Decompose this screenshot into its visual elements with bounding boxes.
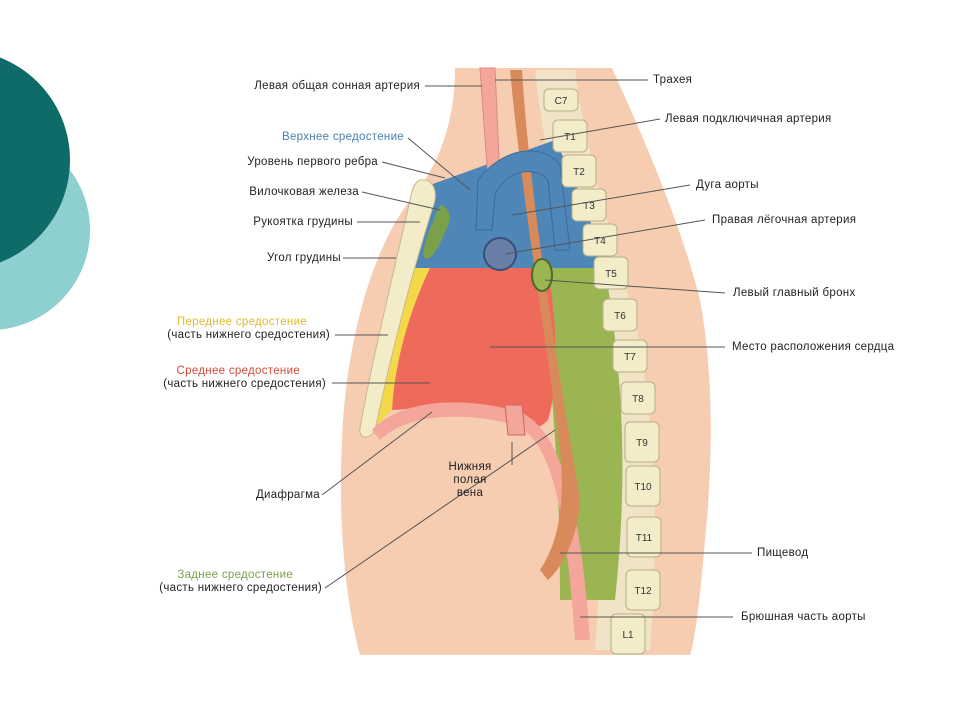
label-abdominal-aorta: Брюшная часть аорты	[741, 611, 866, 623]
vertebra-label-l1: L1	[622, 630, 634, 641]
vertebra-label-t11: T11	[636, 533, 653, 544]
label-subclavian: Левая подключичная артерия	[665, 113, 832, 125]
label-ivc-1: Нижняя	[448, 461, 492, 473]
label-ivc-3: вена	[456, 487, 484, 499]
vertebra-label-t3: T3	[583, 201, 595, 212]
label-trachea: Трахея	[653, 74, 693, 86]
vertebra-t8	[620, 381, 656, 415]
leader-diaphragm	[321, 411, 433, 496]
vertebra-c7	[543, 88, 579, 112]
leader-posterior	[324, 429, 556, 589]
label-first-rib-level: Уровень первого ребра	[247, 156, 378, 168]
inferior-vena-cava	[504, 404, 526, 436]
sternum	[359, 179, 436, 438]
vertebra-label-t9: T9	[636, 438, 648, 449]
vertebra-t6	[602, 298, 638, 332]
leader-superior-mediastinum	[407, 137, 471, 191]
label-ivc-2: полая	[453, 474, 487, 486]
label-sternal-angle: Угол грудины	[267, 252, 341, 264]
vertebra-label-t5: T5	[605, 269, 617, 280]
vertebra-label-t10: T10	[634, 482, 652, 493]
leader-thymus	[361, 191, 441, 211]
vertebra-label-t12: T12	[634, 586, 652, 597]
vertebra-t7	[612, 339, 648, 373]
leader-first-rib	[381, 161, 446, 179]
label-left-bronchus: Левый главный бронх	[733, 287, 856, 299]
label-anterior-mediastinum-2: (часть нижнего средостения)	[167, 329, 330, 341]
aortic-arch	[475, 150, 571, 251]
vertebra-label-t2: T2	[573, 167, 585, 178]
label-heart-location: Место расположения сердца	[732, 341, 895, 353]
vertebra-t4	[582, 223, 618, 257]
vertebra-t9	[624, 421, 660, 463]
vertebra-t1	[552, 119, 588, 153]
vertebra-t10	[625, 465, 661, 507]
middle-mediastinum-region	[392, 268, 556, 429]
leader-pulmonary	[504, 219, 706, 255]
label-posterior-mediastinum-1: Заднее средостение	[177, 569, 293, 581]
leader-bronchus	[544, 279, 726, 294]
label-anterior-mediastinum-1: Переднее средостение	[176, 316, 307, 328]
vertebra-label-t7: T7	[624, 352, 636, 363]
thymus	[423, 205, 450, 259]
esophagus	[510, 70, 580, 580]
vertebra-label-t1: T1	[564, 132, 576, 143]
vertebra-t12	[625, 569, 661, 611]
vertebra-l1	[610, 613, 646, 655]
anterior-mediastinum-region	[372, 268, 430, 430]
label-common-carotid: Левая общая сонная артерия	[254, 80, 420, 92]
slide-decor-circle-dark	[0, 57, 70, 263]
label-middle-mediastinum-1: Среднее средостение	[176, 365, 300, 377]
label-middle-mediastinum-2: (часть нижнего средостения)	[163, 378, 326, 390]
label-pulmonary-artery: Правая лёгочная артерия	[712, 214, 857, 226]
label-posterior-mediastinum-2: (часть нижнего средостения)	[159, 582, 322, 594]
vertebra-label-t8: T8	[632, 394, 644, 405]
label-superior-mediastinum: Верхнее средостение	[282, 131, 404, 143]
vertebra-label-t4: T4	[594, 236, 606, 247]
left-main-bronchus	[531, 258, 553, 292]
leader-aortic-arch	[511, 184, 691, 216]
leader-lines	[321, 79, 752, 618]
leader-subclavian	[539, 118, 661, 141]
vertebra-t11	[626, 516, 662, 558]
label-manubrium: Рукоятка грудины	[253, 216, 353, 228]
diaphragm	[372, 402, 590, 640]
vertebra-t5	[593, 256, 629, 290]
vertebra-t2	[561, 154, 597, 188]
right-pulmonary-artery	[483, 237, 517, 271]
label-thymus: Вилочковая железа	[249, 186, 359, 198]
label-diaphragm: Диафрагма	[255, 489, 320, 501]
vertebra-label-t6: T6	[614, 311, 626, 322]
label-aortic-arch: Дуга аорты	[696, 179, 759, 191]
label-esophagus: Пищевод	[757, 547, 809, 559]
vertebra-label-c7: C7	[555, 96, 568, 107]
